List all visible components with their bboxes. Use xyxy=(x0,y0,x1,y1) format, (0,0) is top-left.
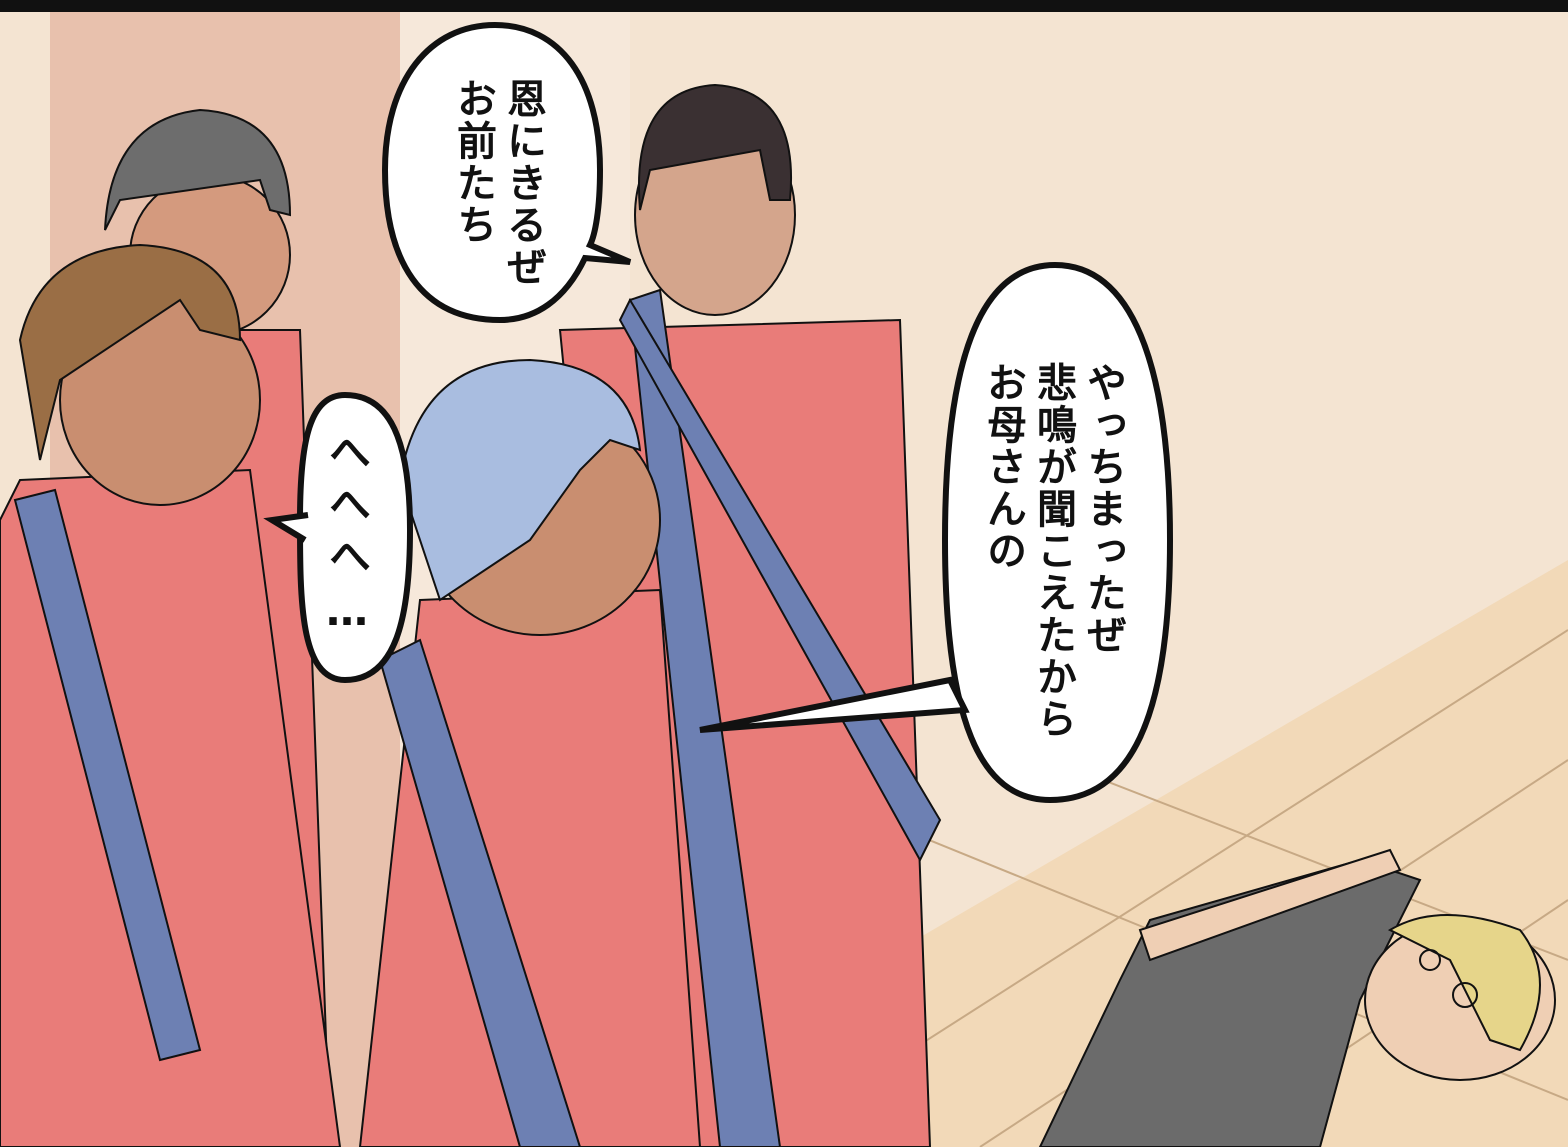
character-lying-boy xyxy=(1038,848,1556,1147)
speech-bubble-3 xyxy=(699,261,1174,804)
speech-bubble-2-text: へへへ… xyxy=(322,430,372,645)
speech-bubble-3-text: やっちまったぜ 悲鳴が聞こえたから お母さんの xyxy=(980,362,1126,740)
character-light-blue-hair-boy xyxy=(358,358,702,1147)
speech-bubble-1-text: 恩にきるぜ お前たち xyxy=(450,78,546,288)
speech-bubble-2 xyxy=(263,391,414,684)
panel-top-border xyxy=(0,0,1568,12)
character-brown-hair-boy xyxy=(0,243,342,1147)
speech-bubble-1 xyxy=(381,21,632,324)
